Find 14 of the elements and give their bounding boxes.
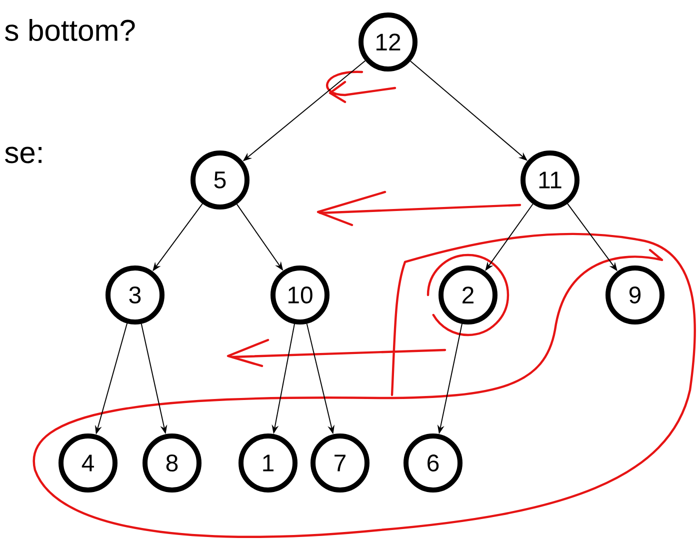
tree-node: 9 xyxy=(606,266,664,324)
tree-node: 8 xyxy=(142,433,202,492)
text-label: s bottom? xyxy=(5,18,135,41)
tree-node: 4 xyxy=(58,433,118,492)
tree-node: 6 xyxy=(404,433,462,492)
tree-node: 1 xyxy=(238,433,298,492)
tree-node: 12 xyxy=(358,12,418,72)
tree-node: 3 xyxy=(106,266,164,324)
tree-node: 5 xyxy=(190,150,250,210)
text-label: se: xyxy=(5,146,42,164)
tree-node: 2 xyxy=(438,266,498,324)
tree-node: 7 xyxy=(310,433,370,492)
tree-node: 10 xyxy=(270,266,330,324)
tree-node: 11 xyxy=(520,150,580,210)
